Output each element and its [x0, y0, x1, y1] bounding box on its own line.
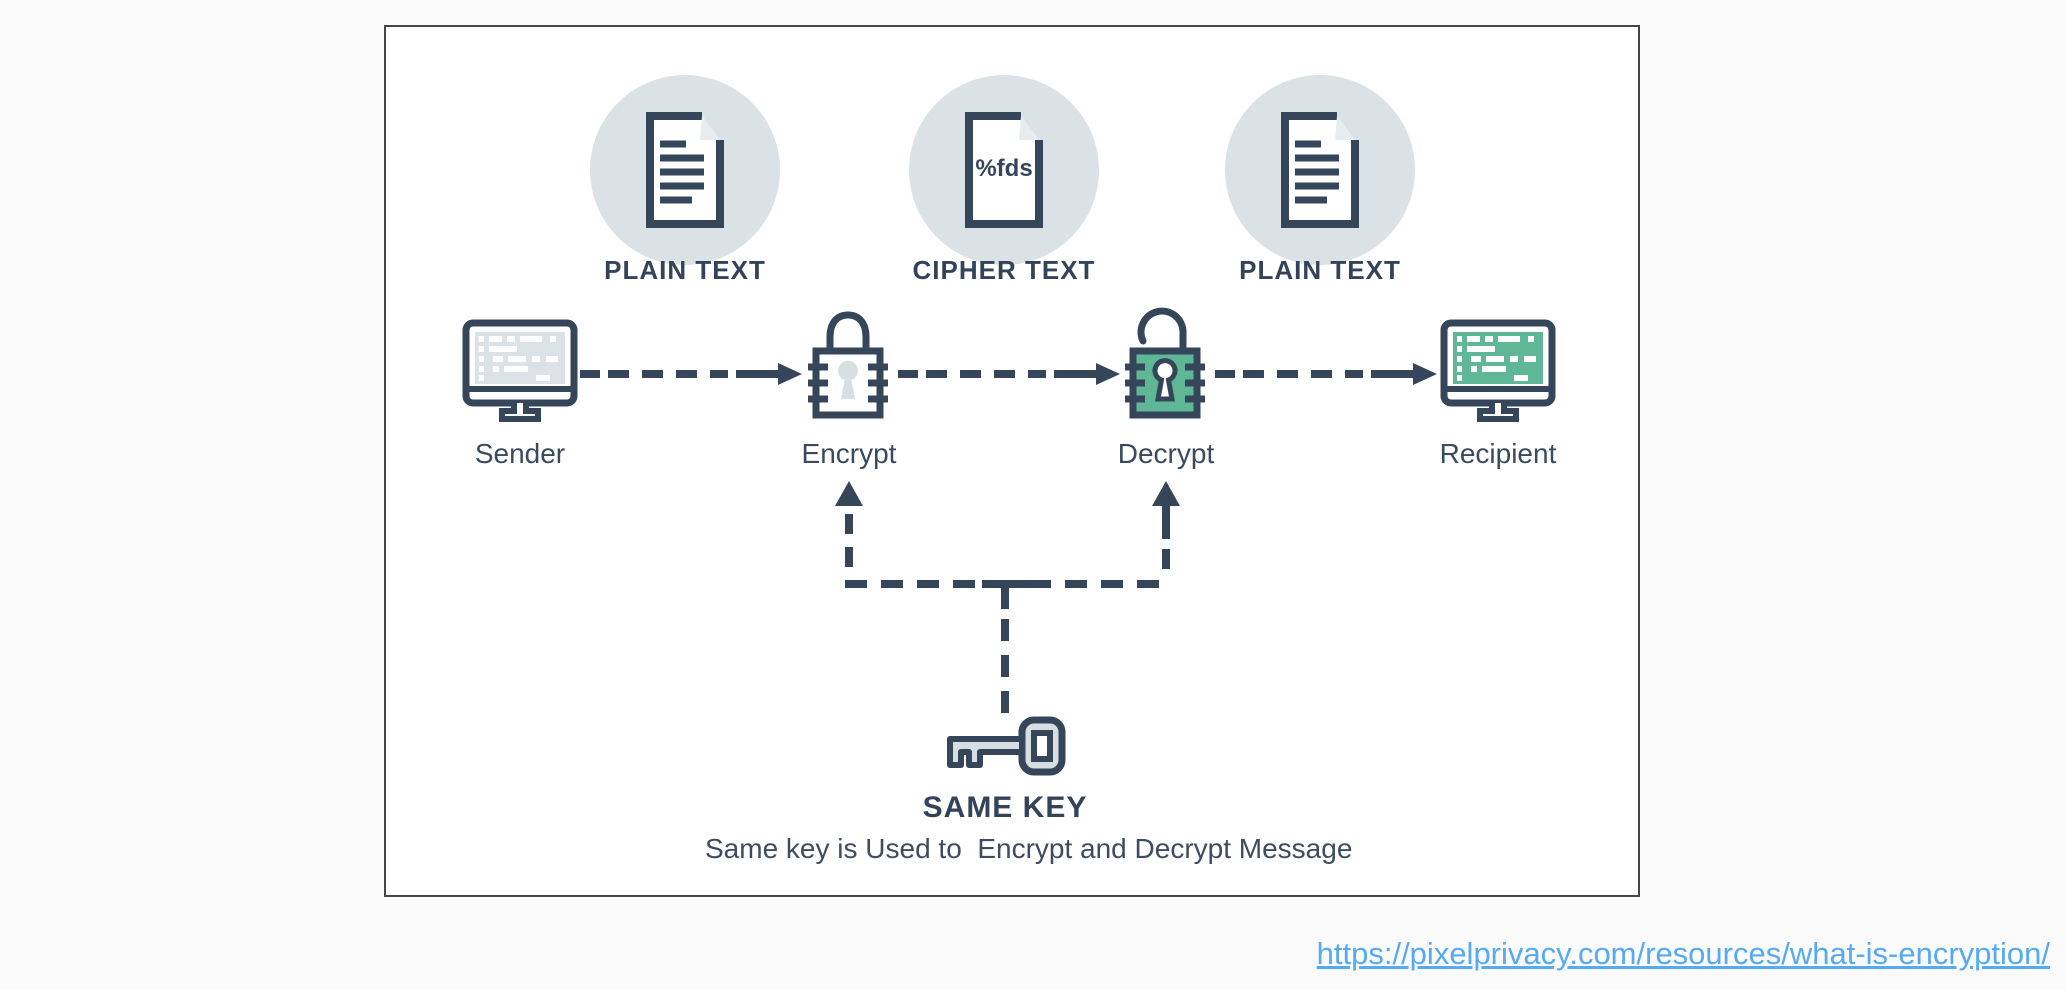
same-key-caption: Same key is Used to Encrypt and Decrypt …: [705, 833, 1353, 864]
sender-label: Sender: [474, 438, 566, 469]
key-icon: [947, 716, 1066, 776]
encrypt-padlock-icon: [808, 311, 888, 419]
decrypt-label: Decrypt: [1117, 438, 1215, 469]
recipient-label: Recipient: [1439, 438, 1557, 469]
cipher-text-label: CIPHER TEXT: [912, 255, 1096, 285]
sender-monitor-icon: [462, 319, 578, 422]
source-link[interactable]: https://pixelprivacy.com/resources/what-…: [1316, 936, 2050, 971]
decrypt-padlock-icon: [1125, 307, 1205, 419]
plain-text-label-right: PLAIN TEXT: [1239, 255, 1401, 285]
plain-text-document-icon: [1281, 112, 1359, 228]
arrow-sender-to-encrypt-icon: [580, 363, 802, 385]
encryption-diagram: %fds PLAIN TEXT CIPHER TEXT PLAIN TEXT: [384, 25, 1640, 897]
cipher-text-sample: %fds: [975, 155, 1033, 182]
plain-text-label-left: PLAIN TEXT: [604, 255, 766, 285]
plain-text-document-icon: [646, 112, 724, 228]
cipher-text-document-icon: [965, 112, 1043, 228]
same-key-title: SAME KEY: [922, 791, 1088, 824]
same-key-connector-arrows-icon: [835, 481, 1180, 717]
arrow-encrypt-to-decrypt-icon: [898, 363, 1120, 385]
arrow-decrypt-to-recipient-icon: [1215, 363, 1437, 385]
recipient-monitor-icon: [1440, 319, 1556, 422]
encrypt-label: Encrypt: [801, 438, 897, 469]
